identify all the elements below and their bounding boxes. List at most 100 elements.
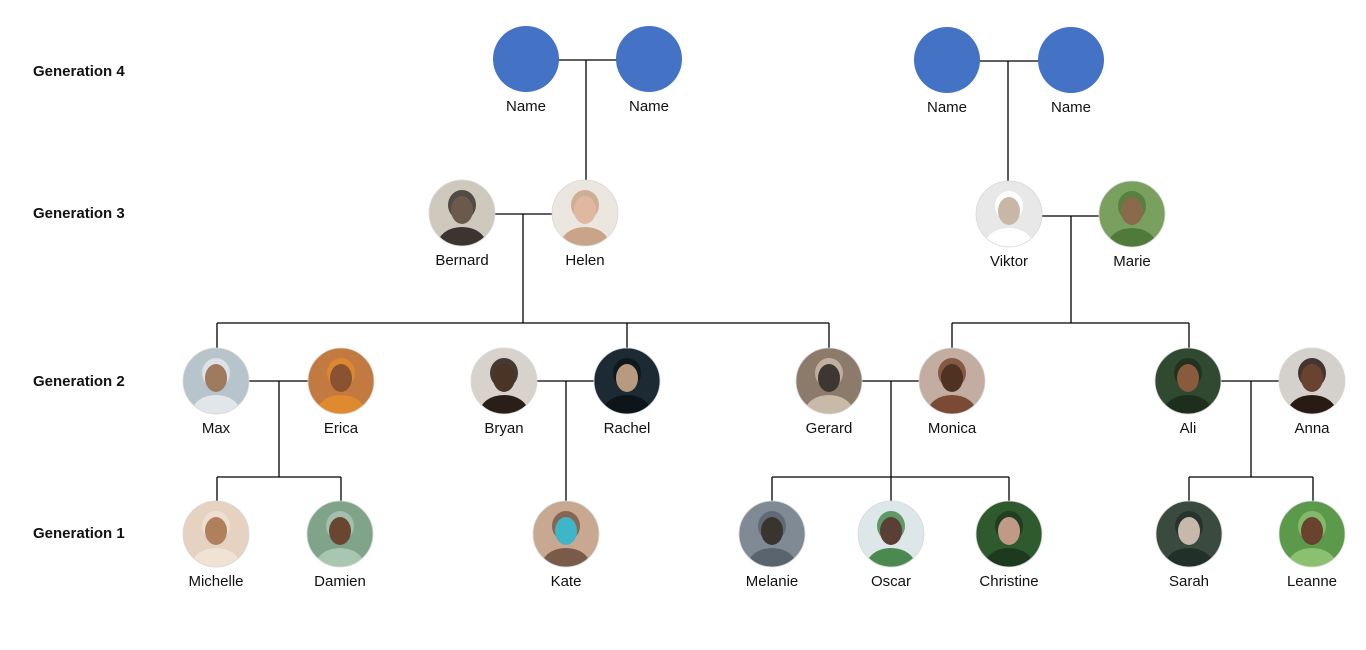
name-label-bernard: Bernard <box>435 252 489 269</box>
photo-shoulders <box>1108 228 1156 247</box>
name-label-helen: Helen <box>565 252 605 269</box>
placeholder-avatar <box>616 26 682 92</box>
photo-face <box>1178 517 1200 545</box>
photo-shoulders <box>316 548 364 567</box>
name-label-g4c: Name <box>926 99 968 116</box>
name-label-monica: Monica <box>927 420 977 437</box>
photo-shoulders <box>542 548 590 567</box>
generation-4-label: Generation 4 <box>33 63 125 80</box>
photo-border <box>1098 180 1166 248</box>
photo-shoulders <box>985 228 1033 247</box>
photo-face <box>880 517 902 545</box>
avatar-bryan <box>470 347 538 415</box>
photo-shoulders <box>438 227 486 246</box>
photo-border <box>857 500 925 568</box>
photo-shoulders <box>805 395 853 414</box>
avatar-michelle <box>182 500 250 568</box>
name-label-sarah: Sarah <box>1168 573 1210 590</box>
avatar-leanne <box>1278 500 1346 568</box>
photo-border <box>182 347 250 415</box>
name-label-erica: Erica <box>323 420 359 437</box>
name-label-leanne: Leanne <box>1286 573 1338 590</box>
photo-border <box>1278 347 1346 415</box>
name-label-gerard: Gerard <box>805 420 853 437</box>
photo-shoulders <box>985 548 1033 567</box>
photo-face <box>1177 364 1199 392</box>
photo-border <box>1154 347 1222 415</box>
name-label-viktor: Viktor <box>989 253 1029 270</box>
photo-border <box>428 179 496 247</box>
name-label-g4b: Name <box>628 98 670 115</box>
name-label-kate: Kate <box>550 573 582 590</box>
avatar-monica <box>918 347 986 415</box>
avatar-anna <box>1278 347 1346 415</box>
avatar-melanie <box>738 500 806 568</box>
photo-face <box>761 517 783 545</box>
photo-border <box>532 500 600 568</box>
photo-shoulders <box>1288 548 1336 567</box>
photo-face <box>941 364 963 392</box>
photo-border <box>307 347 375 415</box>
name-label-damien: Damien <box>314 573 366 590</box>
photo-shoulders <box>480 395 528 414</box>
name-label-oscar: Oscar <box>870 573 912 590</box>
name-label-g4a: Name <box>505 98 547 115</box>
photo-shoulders <box>192 548 240 567</box>
placeholder-avatar <box>493 26 559 92</box>
name-label-marie: Marie <box>1113 253 1151 270</box>
photo-shoulders <box>317 395 365 414</box>
photo-border <box>1155 500 1223 568</box>
placeholder-avatar <box>1038 27 1104 93</box>
photo-border <box>738 500 806 568</box>
avatar-kate <box>532 500 600 568</box>
placeholder-circle <box>914 27 980 93</box>
avatar-erica <box>307 347 375 415</box>
photo-border <box>1278 500 1346 568</box>
generation-3-label: Generation 3 <box>33 205 125 222</box>
photo-face <box>574 196 596 224</box>
photo-face <box>616 364 638 392</box>
avatar-viktor <box>975 180 1043 248</box>
avatar-ali <box>1154 347 1222 415</box>
generation-1-label: Generation 1 <box>33 525 125 542</box>
photo-face <box>1301 517 1323 545</box>
photo-border <box>470 347 538 415</box>
photo-face <box>1121 197 1143 225</box>
photo-face <box>330 364 352 392</box>
name-label-g4d: Name <box>1050 99 1092 116</box>
photo-shoulders <box>748 548 796 567</box>
avatar-max <box>182 347 250 415</box>
placeholder-avatar <box>914 27 980 93</box>
name-label-bryan: Bryan <box>484 420 524 437</box>
placeholder-circle <box>616 26 682 92</box>
photo-face <box>451 196 473 224</box>
name-label-christine: Christine <box>979 573 1039 590</box>
photo-face <box>998 517 1020 545</box>
avatar-rachel <box>593 347 661 415</box>
name-label-ali: Ali <box>1179 420 1197 437</box>
photo-face <box>1301 364 1323 392</box>
photo-face <box>493 364 515 392</box>
photo-face <box>818 364 840 392</box>
name-label-anna: Anna <box>1294 420 1330 437</box>
name-label-melanie: Melanie <box>745 573 799 590</box>
avatar-bernard <box>428 179 496 247</box>
photo-shoulders <box>603 395 651 414</box>
photo-shoulders <box>928 395 976 414</box>
photo-face <box>998 197 1020 225</box>
photo-border <box>551 179 619 247</box>
photo-shoulders <box>1288 395 1336 414</box>
avatar-gerard <box>795 347 863 415</box>
name-label-max: Max <box>201 420 231 437</box>
name-label-rachel: Rachel <box>603 420 651 437</box>
avatar-marie <box>1098 180 1166 248</box>
photo-face <box>329 517 351 545</box>
photo-border <box>918 347 986 415</box>
avatar-sarah <box>1155 500 1223 568</box>
photo-border <box>306 500 374 568</box>
photo-shoulders <box>192 395 240 414</box>
photo-face <box>205 517 227 545</box>
avatar-oscar <box>857 500 925 568</box>
avatar-damien <box>306 500 374 568</box>
photo-border <box>795 347 863 415</box>
